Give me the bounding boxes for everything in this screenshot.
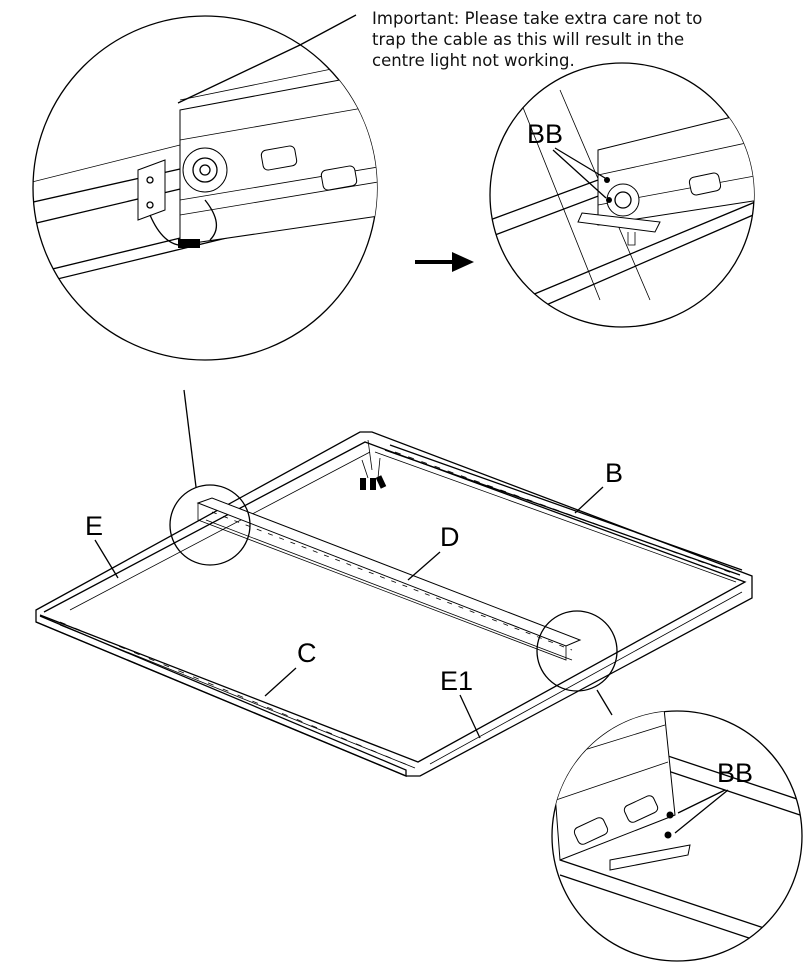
arrow-right-icon [415, 252, 474, 272]
warning-note-line-1: Important: Please take extra care not to [372, 9, 703, 28]
detail-view-bracket-bottom: BB [551, 710, 803, 962]
warning-note-line-3: centre light not working. [372, 51, 575, 70]
label-e: E [85, 511, 103, 541]
detail-view-bracket-fixed: BB [489, 62, 755, 328]
warning-note: Important: Please take extra care not to… [372, 8, 772, 71]
zoom-circle-right [536, 610, 618, 692]
label-bb-top: BB [527, 119, 563, 149]
detail-circle-bottom [551, 710, 803, 962]
frame-assembly [35, 389, 753, 777]
detail-view-cable [32, 15, 378, 361]
warning-note-line-2: trap the cable as this will result in th… [372, 30, 685, 49]
label-bb-bottom: BB [717, 758, 753, 788]
label-b: B [605, 458, 623, 488]
zoom-circle-left [169, 484, 251, 566]
note-leader-line [177, 14, 357, 104]
label-e1: E1 [440, 666, 473, 696]
label-c: C [297, 638, 317, 668]
label-d: D [440, 522, 460, 552]
